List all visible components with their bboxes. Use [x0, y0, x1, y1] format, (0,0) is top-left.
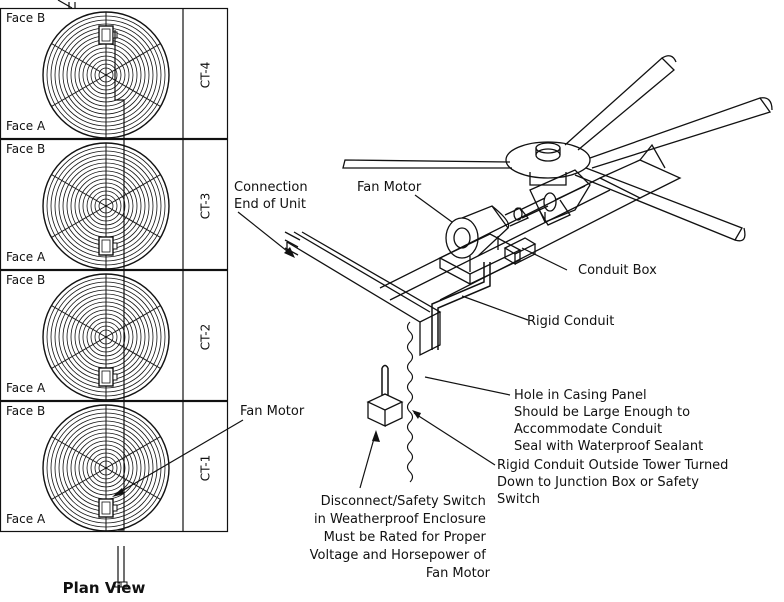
rigid-outside-leader — [413, 412, 496, 466]
casing-beam — [286, 231, 442, 357]
disconnect-label: Disconnect/Safety Switch in Weatherproof… — [310, 494, 491, 581]
safety-switch — [366, 393, 404, 428]
face-b-label: Face B — [6, 404, 45, 418]
fan-blades — [342, 55, 773, 242]
plan-fan-motor-icon — [98, 367, 118, 387]
rigid-conduit-label: Rigid Conduit — [527, 314, 614, 329]
face-a-label: Face A — [6, 119, 46, 133]
plan-fan-motor-arrowhead — [112, 488, 124, 497]
fan-blade-right — [589, 97, 772, 169]
callout-arrowheads — [284, 247, 421, 442]
fan-spokes — [51, 274, 161, 400]
face-b-label: Face B — [6, 142, 45, 156]
fan-motor-label: Fan Motor — [357, 180, 422, 195]
plan-wiring — [57, 0, 125, 584]
face-a-label: Face A — [6, 381, 46, 395]
conduit-box-label: Conduit Box — [578, 263, 657, 278]
motor-base — [438, 233, 522, 286]
fan-blade-top — [564, 57, 675, 151]
plan-cell-ct-4: Face B Face A CT-4 — [0, 7, 229, 140]
fan-blade-left — [342, 159, 512, 169]
casing-panel-edge — [406, 321, 414, 483]
plan-fan-motor-icon — [98, 498, 118, 518]
callout-leaders — [237, 194, 568, 489]
hole-leader — [424, 376, 511, 396]
isometric-detail — [284, 55, 773, 483]
face-a-label: Face A — [6, 512, 46, 526]
connection-end-leader — [237, 211, 293, 256]
disconnect-leader — [359, 434, 376, 489]
cell-id-label: CT-1 — [199, 455, 213, 482]
support-rail — [379, 143, 682, 301]
fan-motor-leader — [414, 194, 453, 223]
fan-blade-bottom — [574, 167, 743, 241]
cell-id-label: CT-3 — [199, 193, 213, 220]
connection-end-label: Connection End of Unit — [234, 180, 312, 212]
fan-hub — [505, 141, 591, 186]
rigid-outside-label: Rigid Conduit Outside Tower Turned Down … — [497, 458, 733, 507]
plan-cell-ct-1: Face B Face A CT-1 — [0, 400, 229, 533]
plan-conduit-terminal — [114, 581, 128, 588]
drive-coupling — [513, 192, 557, 221]
plan-cell-ct-2: Face B Face A CT-2 — [0, 269, 229, 402]
face-a-label: Face A — [6, 250, 46, 264]
rigid-conduit-leader — [461, 295, 529, 321]
outside-conduit — [381, 364, 389, 395]
plan-fan-motor-icon — [98, 236, 118, 256]
plan-cell-ct-3: Face B Face A CT-3 — [0, 138, 229, 271]
hole-in-casing-label: Hole in Casing Panel Should be Large Eno… — [514, 388, 703, 454]
face-b-label: Face B — [6, 11, 45, 25]
cell-id-label: CT-4 — [199, 62, 213, 89]
gear-reducer — [529, 169, 591, 226]
face-b-label: Face B — [6, 273, 45, 287]
fan-motor — [445, 205, 530, 272]
plan-view-title: Plan View — [63, 579, 146, 597]
conduit-box-leader — [521, 247, 568, 271]
cell-id-label: CT-2 — [199, 324, 213, 351]
plan-fan-motor-label: Fan Motor — [240, 404, 305, 419]
plan-fan-motor-leader — [114, 419, 244, 496]
fan-spokes — [51, 143, 161, 269]
